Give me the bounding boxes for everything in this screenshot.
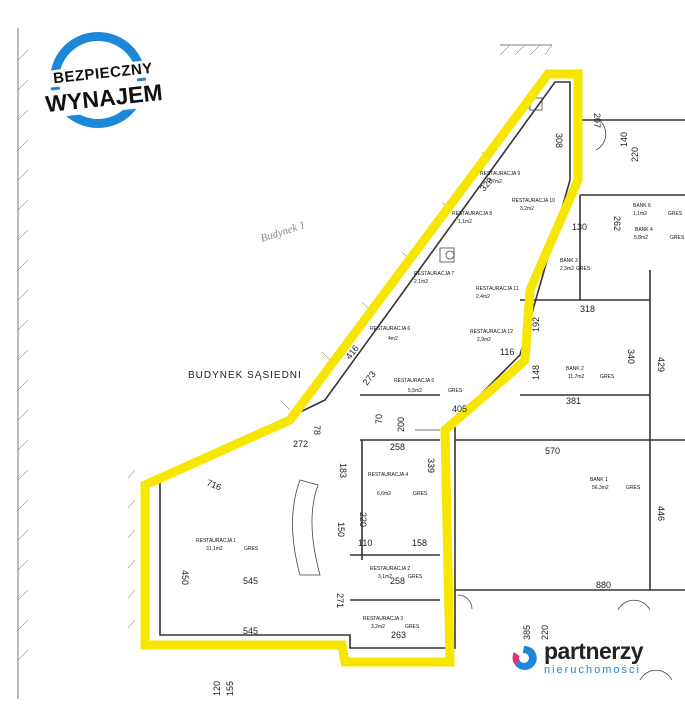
room-label: 1,1m2 bbox=[633, 211, 647, 217]
dimension: 340 bbox=[626, 349, 636, 364]
dimension: 716 bbox=[205, 478, 223, 493]
room-label: GRES bbox=[448, 388, 463, 394]
dimension: 272 bbox=[293, 439, 308, 449]
room-label: 2,1m2 bbox=[414, 279, 428, 285]
room-label: 3,1m2 bbox=[378, 574, 392, 580]
dimension: 258 bbox=[390, 442, 405, 452]
dimension: 258 bbox=[390, 576, 405, 586]
dimension: 150 bbox=[336, 522, 346, 537]
room-label: 3,2m2 bbox=[520, 206, 534, 212]
room-label: RESTAURACJA 4 bbox=[368, 472, 408, 478]
walls bbox=[159, 81, 685, 649]
room-labels: RESTAURACJA 1 31,1m2 GRES RESTAURACJA 2 … bbox=[196, 171, 685, 630]
room-label: 6,6m2 bbox=[377, 491, 391, 497]
room-label: GRES bbox=[626, 485, 641, 491]
neighbor-building-label: BUDYNEK SĄSIEDNI bbox=[188, 370, 302, 381]
dimension: 308 bbox=[554, 133, 564, 148]
dimension: 570 bbox=[545, 446, 560, 456]
premises-highlight bbox=[140, 69, 583, 667]
room-label: GRES bbox=[405, 624, 420, 630]
room-label: GRES bbox=[408, 574, 423, 580]
dimension: 273 bbox=[361, 369, 378, 387]
dimension: 545 bbox=[243, 626, 258, 636]
dimension: 220 bbox=[630, 147, 640, 162]
room-label: BANK 3 bbox=[560, 258, 578, 264]
room-label: RESTAURACJA 11 bbox=[476, 286, 519, 292]
handwritten-note: Budynek 1 bbox=[259, 219, 307, 245]
room-label: 31,1m2 bbox=[206, 546, 223, 552]
room-label: 56,3m2 bbox=[592, 485, 609, 491]
room-label: GRES bbox=[244, 546, 259, 552]
dimension: 318 bbox=[580, 304, 595, 314]
dimension: 200 bbox=[396, 417, 406, 432]
dimension: 339 bbox=[426, 458, 436, 473]
safe-rental-badge: BEZPIECZNY WYNAJEM bbox=[28, 30, 178, 135]
room-label: GRES bbox=[668, 211, 683, 217]
interior-details bbox=[292, 97, 673, 681]
agency-logo-icon bbox=[512, 645, 537, 670]
room-label: RESTAURACJA 10 bbox=[512, 198, 555, 204]
dimension: 262 bbox=[612, 216, 622, 231]
room-label: RESTAURACJA 8 bbox=[452, 211, 492, 217]
dimension: 545 bbox=[243, 576, 258, 586]
room-label: RESTAURACJA 3 bbox=[363, 616, 403, 622]
room-label: RESTAURACJA 9 bbox=[480, 171, 520, 177]
room-label: GRES bbox=[576, 266, 591, 272]
dimension: 263 bbox=[391, 630, 406, 640]
agency-logo: partnerzy nieruchomości bbox=[506, 636, 671, 680]
room-label: 1,7m2 bbox=[488, 179, 502, 185]
room-label: RESTAURACJA 12 bbox=[470, 329, 513, 335]
room-label: GRES bbox=[413, 491, 428, 497]
dimension: 155 bbox=[225, 681, 235, 696]
dimension: 297 bbox=[592, 113, 602, 128]
room-label: 11,7m2 bbox=[568, 374, 585, 380]
dimension: 158 bbox=[412, 538, 427, 548]
dimension: 116 bbox=[500, 347, 514, 357]
dimension: 120 bbox=[212, 681, 222, 696]
dimension: 405 bbox=[452, 404, 467, 414]
dimension: 192 bbox=[531, 317, 541, 332]
room-label: RESTAURACJA 6 bbox=[370, 326, 410, 332]
dimension: 130 bbox=[572, 222, 587, 232]
dimension: 110 bbox=[358, 538, 372, 548]
dimension: 220 bbox=[540, 625, 550, 640]
dimension: 148 bbox=[531, 365, 541, 380]
dimension: 78 bbox=[312, 425, 322, 435]
room-label: 2,9m2 bbox=[477, 337, 491, 343]
dimension: 183 bbox=[338, 463, 348, 478]
room-label: 3,2m2 bbox=[371, 624, 385, 630]
room-label: 1,1m2 bbox=[458, 219, 472, 225]
room-label: GRES bbox=[670, 235, 685, 241]
dimension: 271 bbox=[335, 593, 345, 608]
dimension: 429 bbox=[656, 357, 666, 372]
dimension: 70 bbox=[374, 414, 384, 424]
dimension: 140 bbox=[619, 132, 629, 147]
room-label: RESTAURACJA 1 bbox=[196, 538, 236, 544]
dimension: 450 bbox=[180, 570, 190, 585]
room-label: BANK 2 bbox=[566, 366, 584, 372]
agency-subtitle: nieruchomości bbox=[544, 664, 641, 676]
room-label: BANK 1 bbox=[590, 477, 608, 483]
room-label: RESTAURACJA 2 bbox=[370, 566, 410, 572]
room-label: 2,3m2 bbox=[560, 266, 574, 272]
room-label: BANK 6 bbox=[633, 203, 651, 209]
room-label: 4m2 bbox=[388, 336, 398, 342]
dimension: 880 bbox=[596, 580, 611, 590]
room-label: RESTAURACJA 7 bbox=[414, 271, 454, 277]
room-label: 5,5m2 bbox=[408, 388, 422, 394]
room-label: 2,4m2 bbox=[476, 294, 490, 300]
room-label: RESTAURACJA 5 bbox=[394, 378, 434, 384]
dimension-labels: 272 716 450 545 545 263 258 258 339 220 … bbox=[180, 113, 666, 696]
dimension: 446 bbox=[656, 506, 666, 521]
agency-name: partnerzy bbox=[544, 638, 644, 664]
room-label: GRES bbox=[600, 374, 615, 380]
dimension: 220 bbox=[358, 512, 368, 527]
dimension: 385 bbox=[522, 625, 532, 640]
room-label: 5,8m2 bbox=[634, 235, 648, 241]
dimension: 381 bbox=[566, 396, 581, 406]
room-label: BANK 4 bbox=[635, 227, 653, 233]
